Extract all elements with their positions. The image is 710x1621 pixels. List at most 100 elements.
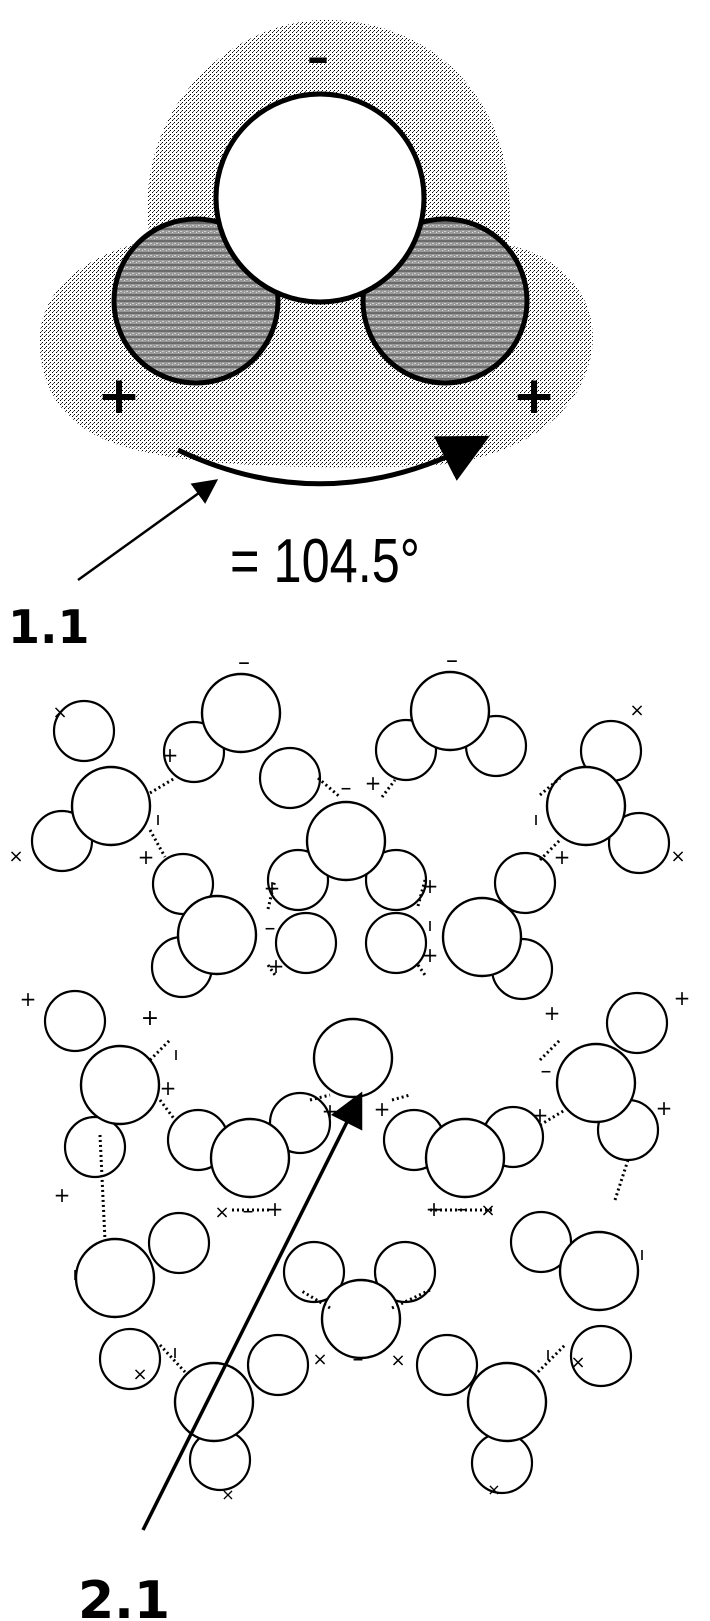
hydrogen-bond [158, 1343, 187, 1374]
oxygen-atom [466, 1361, 548, 1443]
angle-pointer-arrow [77, 479, 219, 582]
charge-sign: × [214, 1202, 229, 1223]
bond-angle-arc [176, 435, 490, 487]
hydrogen-bond [148, 1038, 172, 1062]
oxygen-atom [173, 1361, 255, 1443]
charge-sign: – [243, 1199, 254, 1224]
hydrogen-bond [299, 1288, 331, 1310]
hydrogen-atom [364, 848, 428, 912]
hydrogen-atom [607, 811, 671, 875]
charge-sign: ı [545, 1344, 550, 1365]
charge-sign: + [426, 1197, 443, 1221]
ice-lattice-diagram: ––×+–+××ıı++×+–+ı++++++ı–+++–+++×–++–×ıı… [8, 646, 690, 1504]
hydrogen-bond [158, 1099, 177, 1121]
charge-sign: + [532, 1103, 549, 1127]
oxygen-atom [409, 670, 491, 752]
charge-sign: + [374, 1097, 391, 1121]
oxygen-atom [320, 1278, 402, 1360]
hydrogen-atom [282, 1240, 346, 1304]
oxygen-atom [424, 1117, 506, 1199]
hydrogen-bond [538, 1038, 562, 1062]
charge-sign: + [544, 1001, 561, 1025]
hydrogen-bond [539, 776, 561, 797]
oxygen-atom [200, 672, 282, 754]
charge-sign: + [322, 1099, 339, 1123]
charge-sign: + [20, 987, 37, 1011]
charge-sign: ı [533, 809, 538, 830]
hydrogen-atom [569, 1324, 633, 1388]
charge-sign: – [446, 646, 458, 674]
hydrogen-atom [605, 991, 669, 1055]
hydrogen-atom [266, 848, 330, 912]
oxygen-charge-label: – [307, 32, 329, 83]
charge-sign: ı [173, 1044, 178, 1065]
oxygen-atom [79, 1044, 161, 1126]
oxygen-atom [558, 1230, 640, 1312]
oxygen-atom [213, 91, 427, 305]
charge-sign: – [353, 1347, 364, 1372]
hydrogen-bond [613, 1159, 630, 1201]
charge-sign: + [54, 1183, 71, 1207]
lattice-pointer-arrow [141, 1091, 363, 1531]
charge-sign: + [264, 876, 281, 900]
oxygen-atom [555, 1042, 637, 1124]
charge-sign: × [487, 1480, 500, 1499]
hydrogen-bond [148, 829, 167, 858]
hydrogen-atom [470, 1431, 534, 1495]
charge-sign: ı [155, 809, 160, 830]
hydrogen-atom [493, 851, 557, 915]
charge-sign: + [160, 1076, 177, 1100]
hydrogen-bond [380, 779, 397, 798]
hydrogen-bond [391, 1093, 411, 1102]
charge-sign: × [570, 1352, 585, 1373]
oxygen-atom [70, 765, 152, 847]
charge-sign: × [221, 1485, 234, 1504]
charge-sign: × [629, 700, 644, 721]
figure-label-1-1: 1.1 [8, 600, 90, 654]
charge-sign: + [267, 1197, 284, 1221]
oxygen-atom [209, 1117, 291, 1199]
charge-sign: × [670, 846, 685, 867]
charge-sign: × [8, 846, 23, 867]
charge-sign: ı [427, 915, 432, 936]
charge-sign: – [238, 648, 250, 676]
hydrogen-bond [266, 964, 277, 976]
hydrogen-bond [416, 964, 427, 976]
charge-sign: + [162, 743, 179, 767]
charge-sign: + [674, 986, 691, 1010]
charge-sign: × [480, 1200, 495, 1221]
hydrogen-charge-right-label: + [512, 366, 556, 426]
charge-sign: × [52, 702, 67, 723]
charge-sign: × [390, 1350, 405, 1371]
hydrogen-bond [391, 1288, 431, 1310]
oxygen-atom [441, 896, 523, 978]
hydrogen-atom [246, 1333, 310, 1397]
hydrogen-atom [147, 1211, 211, 1275]
charge-sign: ı [172, 1342, 177, 1363]
figure-label-2-1: 2.1 [78, 1571, 170, 1621]
oxygen-atom [312, 1017, 394, 1099]
water-molecule-diagram: – + + = 104.5° 1.1 [8, 19, 593, 654]
hydrogen-atom [63, 1115, 127, 1179]
charge-sign: ı [639, 1244, 644, 1265]
charge-sign: + [268, 954, 285, 978]
charge-sign: – [541, 1059, 552, 1084]
charge-sign: + [554, 845, 571, 869]
hydrogen-atom [258, 746, 322, 810]
charge-sign: – [457, 1197, 468, 1222]
hydrogen-atom [509, 1210, 573, 1274]
hydrogen-atom [364, 911, 428, 975]
hydrogen-bond [317, 776, 341, 799]
charge-sign: + [656, 1096, 673, 1120]
charge-sign: + [422, 943, 439, 967]
hydrogen-bond [149, 776, 176, 795]
charge-sign: – [265, 916, 276, 941]
hydrogen-atom [415, 1333, 479, 1397]
charge-sign: × [312, 1349, 327, 1370]
hydrogen-atom [274, 911, 338, 975]
charge-sign: + [141, 1006, 159, 1031]
charge-sign: + [138, 845, 155, 869]
hydrogen-bond [536, 1343, 567, 1374]
hydrogen-bond [309, 1093, 331, 1102]
